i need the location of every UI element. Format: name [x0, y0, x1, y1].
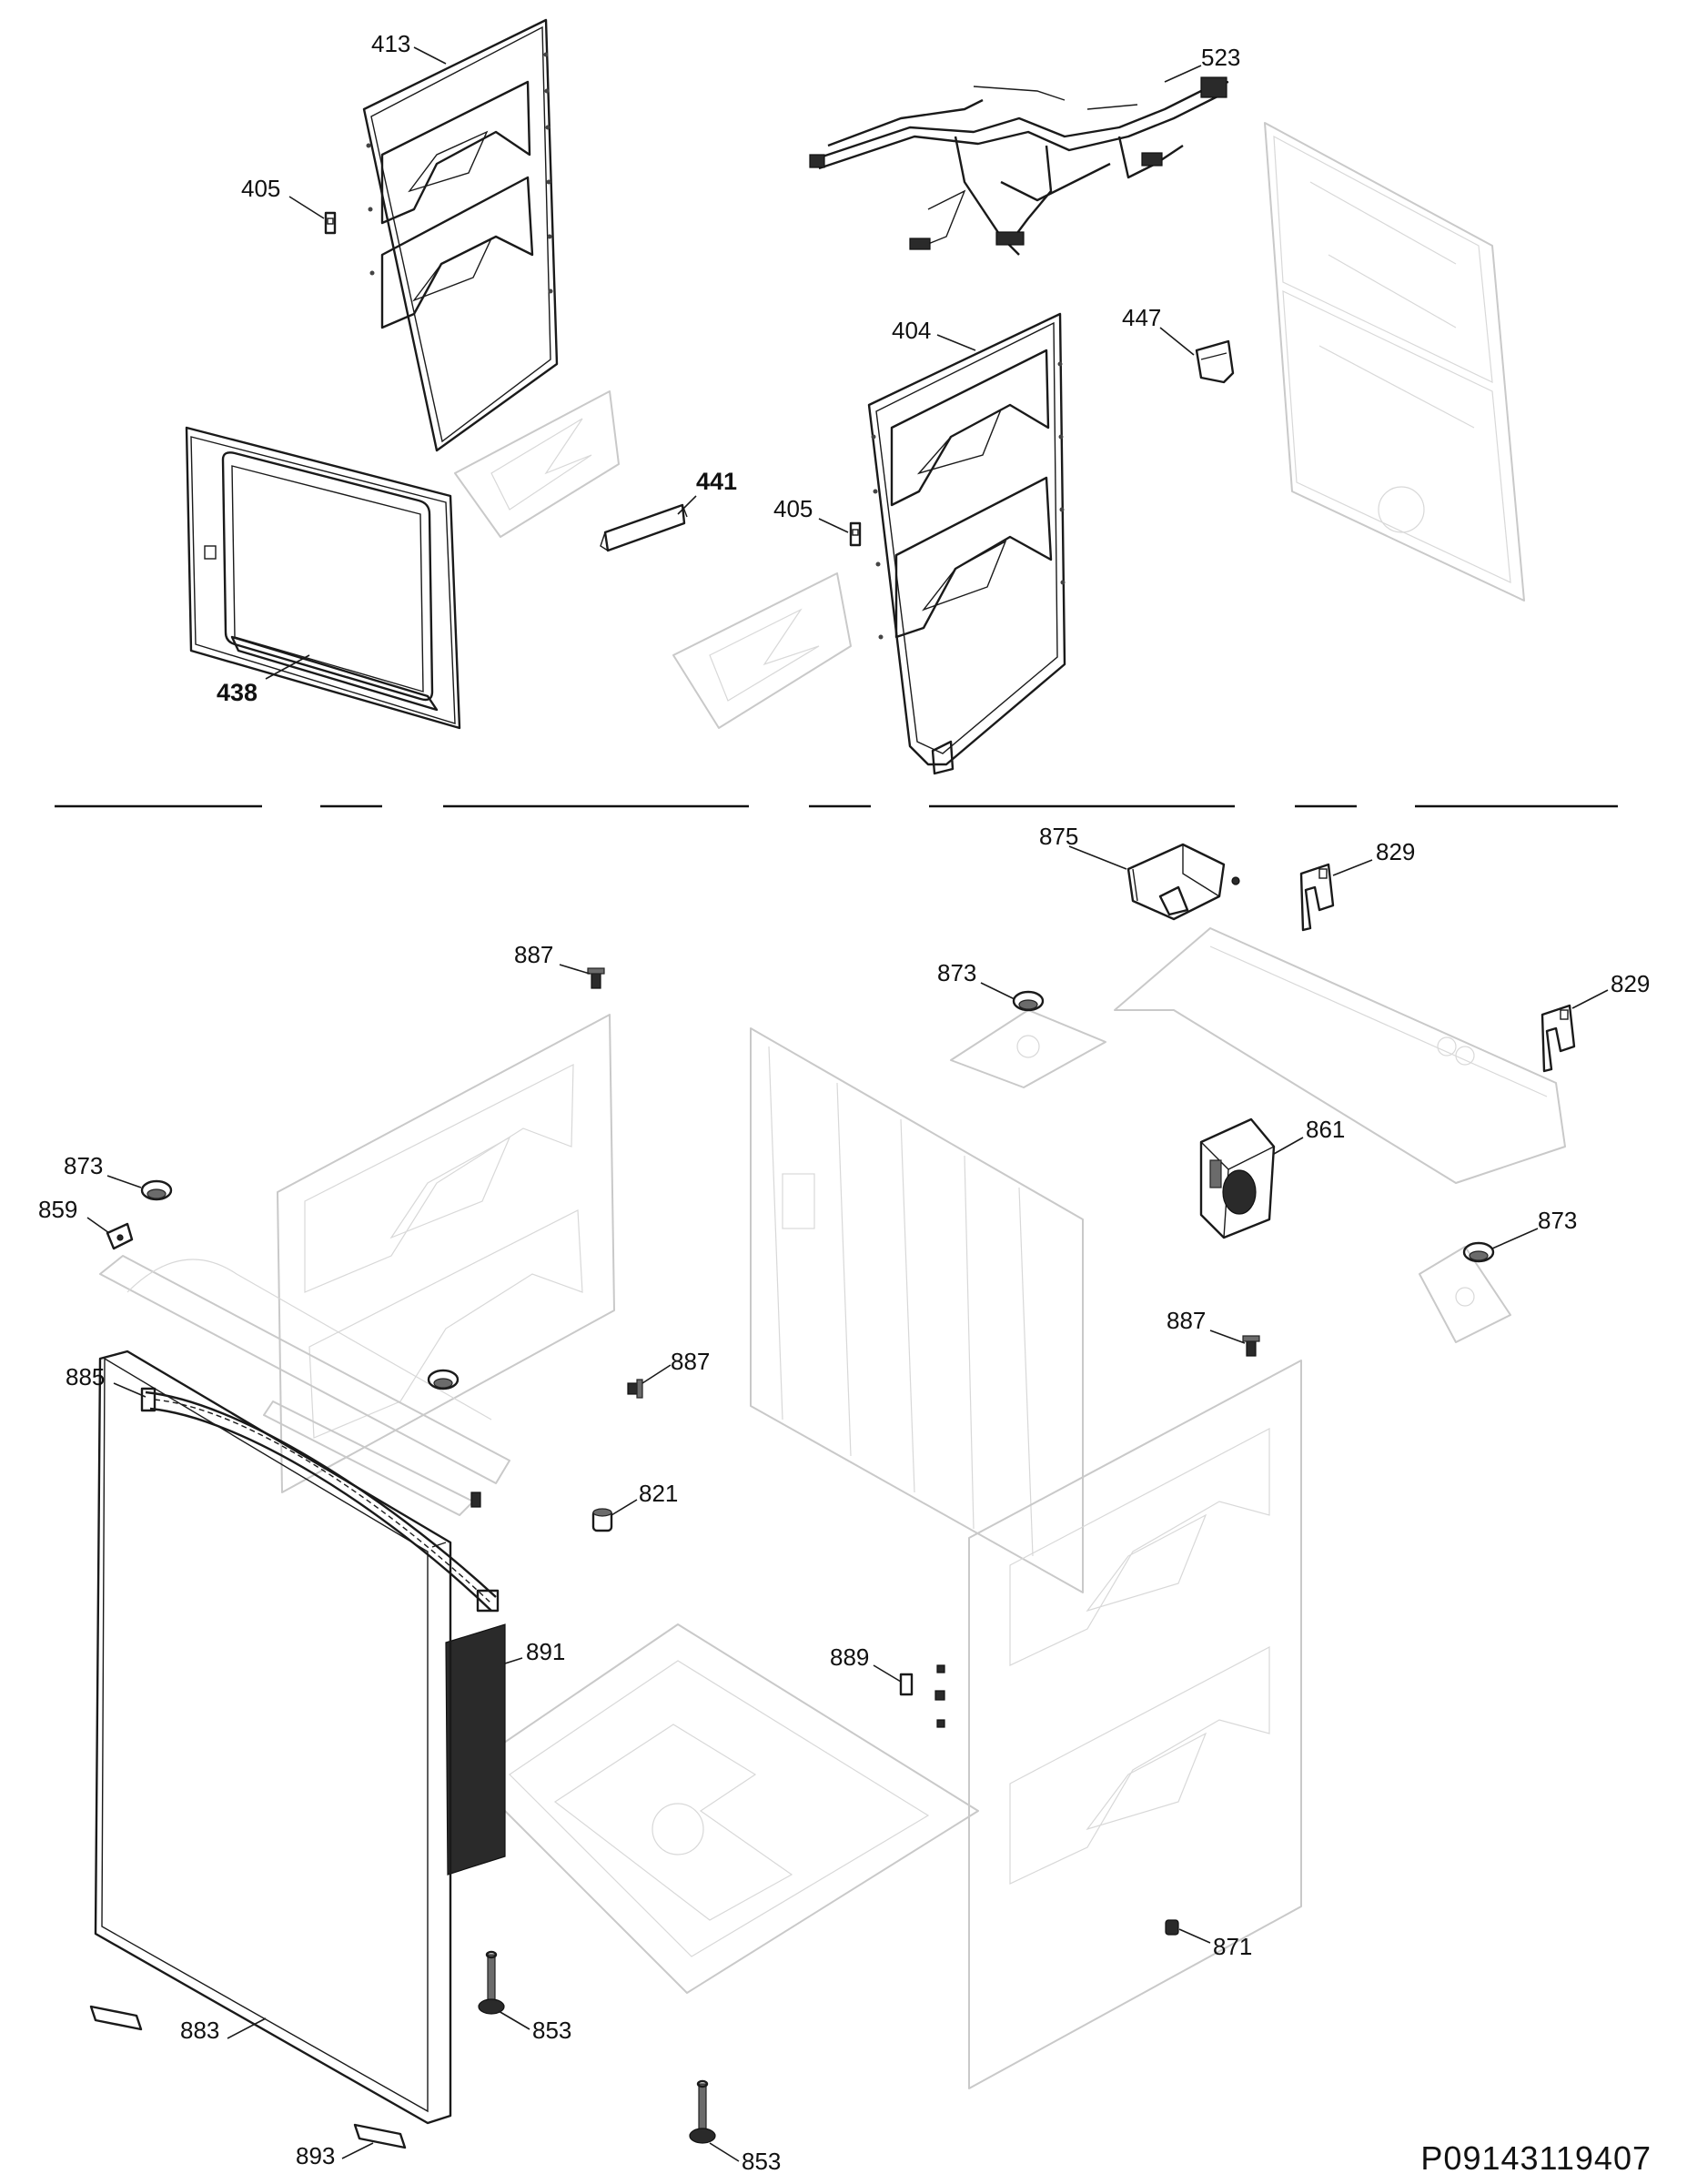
callout-887: 887: [671, 1348, 710, 1375]
part-887-screw-top: [587, 967, 605, 989]
part-829-bracket-top: [1299, 863, 1335, 932]
part-523-wiring-harness: [809, 76, 1229, 256]
callout-891: 891: [526, 1638, 565, 1665]
part-405-clip-left: [324, 211, 337, 235]
part-891-insulation-panel: [445, 1623, 506, 1876]
ghost-frame-top-center: [672, 572, 852, 729]
part-405-clip-right: [849, 521, 862, 547]
part-875-bracket: [1126, 843, 1240, 921]
ghost-front-frame: [99, 1255, 510, 1516]
callout-861: 861: [1306, 1116, 1345, 1143]
callout-405: 405: [773, 495, 813, 522]
part-873-roller-top: [1012, 990, 1045, 1012]
part-829-bracket-mid: [1541, 1004, 1576, 1073]
leader-lines: [86, 46, 1609, 2162]
part-413-side-panel: [362, 18, 559, 452]
ghost-frame-top-left: [454, 390, 620, 538]
ghost-left-side-panel: [277, 1014, 615, 1493]
callout-893: 893: [296, 2142, 335, 2169]
callout-887: 887: [514, 941, 553, 968]
part-859-clip: [106, 1222, 134, 1250]
ghost-spider-bracket-top: [950, 1009, 1106, 1088]
ghost-spider-bracket-right: [1419, 1246, 1511, 1343]
callout-859: 859: [38, 1196, 77, 1223]
callout-413: 413: [371, 30, 410, 57]
part-821-plug: [591, 1508, 613, 1532]
part-893-hinge-top: [89, 2005, 143, 2031]
callout-405: 405: [241, 175, 280, 202]
callout-829: 829: [1611, 970, 1650, 997]
part-883-front-panel: [94, 1350, 452, 2125]
document-code: P09143119407: [1420, 2139, 1652, 2177]
callout-871: 871: [1213, 1933, 1252, 1960]
part-853-leveling-foot-left: [478, 1950, 505, 2015]
ghost-rear-panel-lower: [750, 1027, 1084, 1593]
callout-873: 873: [937, 959, 976, 986]
callout-821: 821: [639, 1480, 678, 1507]
part-887-screw-mid: [627, 1379, 643, 1399]
part-853-leveling-foot-bottom: [689, 2079, 716, 2144]
callout-404: 404: [892, 317, 931, 344]
part-447-bracket: [1195, 339, 1235, 384]
ghost-top-crossbar: [1114, 927, 1566, 1184]
part-873-roller-center: [427, 1369, 460, 1390]
part-small-screw-left: [470, 1491, 481, 1508]
part-861-switch: [1199, 1117, 1276, 1239]
part-873-roller-right: [1462, 1241, 1495, 1263]
ghost-right-side-panel: [968, 1360, 1302, 2089]
callout-labels: 413 405 438 441 523 404 405 447 875 829 …: [38, 30, 1650, 2175]
callout-885: 885: [66, 1363, 105, 1390]
callout-873: 873: [64, 1152, 103, 1179]
part-885-seal-strip: [140, 1387, 500, 1613]
ghost-base-pan: [463, 1623, 979, 1994]
callout-853: 853: [532, 2017, 571, 2044]
part-873-roller-left: [140, 1179, 173, 1201]
part-438-window-frame: [185, 426, 461, 730]
callout-883: 883: [180, 2017, 219, 2044]
callout-829: 829: [1376, 838, 1415, 865]
callout-447: 447: [1122, 304, 1161, 331]
part-404-side-panel: [867, 312, 1066, 775]
part-441-bracket: [600, 503, 688, 552]
part-871-plug: [1165, 1919, 1179, 1936]
callout-523: 523: [1201, 44, 1240, 71]
part-893-hinge-bottom: [353, 2123, 407, 2149]
callout-853: 853: [742, 2148, 781, 2175]
callout-438: 438: [217, 679, 258, 706]
ghost-rear-panel: [1264, 122, 1525, 602]
callout-887: 887: [1167, 1307, 1206, 1334]
callout-873: 873: [1538, 1207, 1577, 1234]
part-887-screw-right: [1242, 1335, 1260, 1357]
part-889-clip: [899, 1664, 945, 1728]
callout-441: 441: [696, 468, 737, 495]
callout-875: 875: [1039, 823, 1078, 850]
callout-889: 889: [830, 1643, 869, 1671]
